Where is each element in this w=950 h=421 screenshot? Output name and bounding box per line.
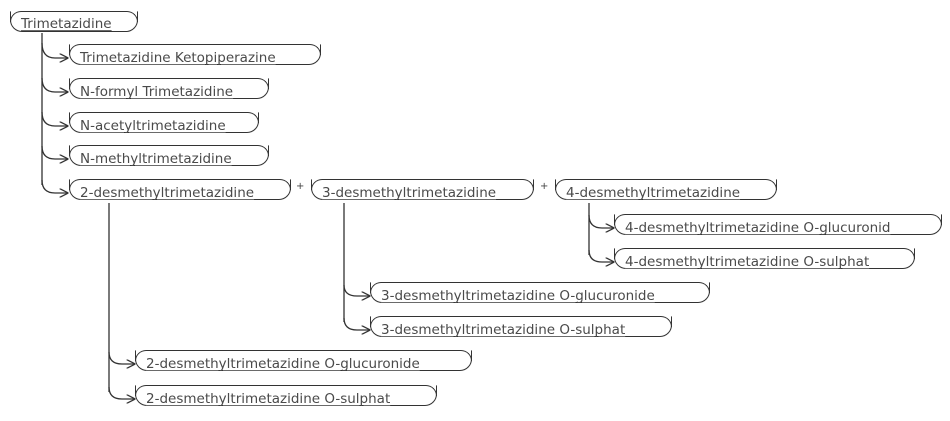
plus-sign-1: + <box>296 181 305 192</box>
node-4-desmethyltrimetazidine-o-glucuronid[interactable]: 4-desmethyltrimetazidine O-glucuronid <box>614 214 942 236</box>
arrow-to-keto <box>41 42 68 58</box>
node-2-desmethyltrimetazidine[interactable]: 2-desmethyltrimetazidine <box>69 179 291 201</box>
node-3-desmethyltrimetazidine[interactable]: 3-desmethyltrimetazidine <box>311 179 534 201</box>
node-2-desmethyltrimetazidine-o-sulphat[interactable]: 2-desmethyltrimetazidine O-sulphat <box>135 385 437 407</box>
node-trimetazidine-ketopiperazine[interactable]: Trimetazidine Ketopiperazine <box>69 44 321 66</box>
node-2-desmethyltrimetazidine-o-glucuronide[interactable]: 2-desmethyltrimetazidine O-glucuronide <box>135 350 472 372</box>
arrow-to-dm2 <box>41 179 68 193</box>
arrow-to-n-formyl <box>41 77 68 92</box>
arrow-to-dm2-gluc <box>108 351 135 364</box>
node-n-acetyltrimetazidine[interactable]: N-acetyltrimetazidine <box>69 112 259 134</box>
node-trimetazidine[interactable]: Trimetazidine <box>10 11 138 32</box>
arrow-to-n-acetyl <box>41 111 68 126</box>
plus-sign-2: + <box>540 181 549 192</box>
arrow-to-dm2-sulph <box>108 386 135 399</box>
arrow-to-dm4-gluc <box>588 214 614 228</box>
arrow-to-dm3-sulph <box>343 317 370 330</box>
node-n-formyl-trimetazidine[interactable]: N-formyl Trimetazidine <box>69 78 269 100</box>
node-3-desmethyltrimetazidine-o-glucuronide[interactable]: 3-desmethyltrimetazidine O-glucuronide <box>370 282 710 304</box>
node-3-desmethyltrimetazidine-o-sulphat[interactable]: 3-desmethyltrimetazidine O-sulphat <box>370 316 672 338</box>
node-n-methyltrimetazidine[interactable]: N-methyltrimetazidine <box>69 145 269 167</box>
arrow-to-dm3-gluc <box>343 284 370 296</box>
arrow-to-dm4-sulph <box>588 249 614 262</box>
node-4-desmethyltrimetazidine[interactable]: 4-desmethyltrimetazidine <box>555 179 777 201</box>
arrow-to-n-methyl <box>41 145 68 159</box>
node-4-desmethyltrimetazidine-o-sulphat[interactable]: 4-desmethyltrimetazidine O-sulphat <box>614 248 915 270</box>
